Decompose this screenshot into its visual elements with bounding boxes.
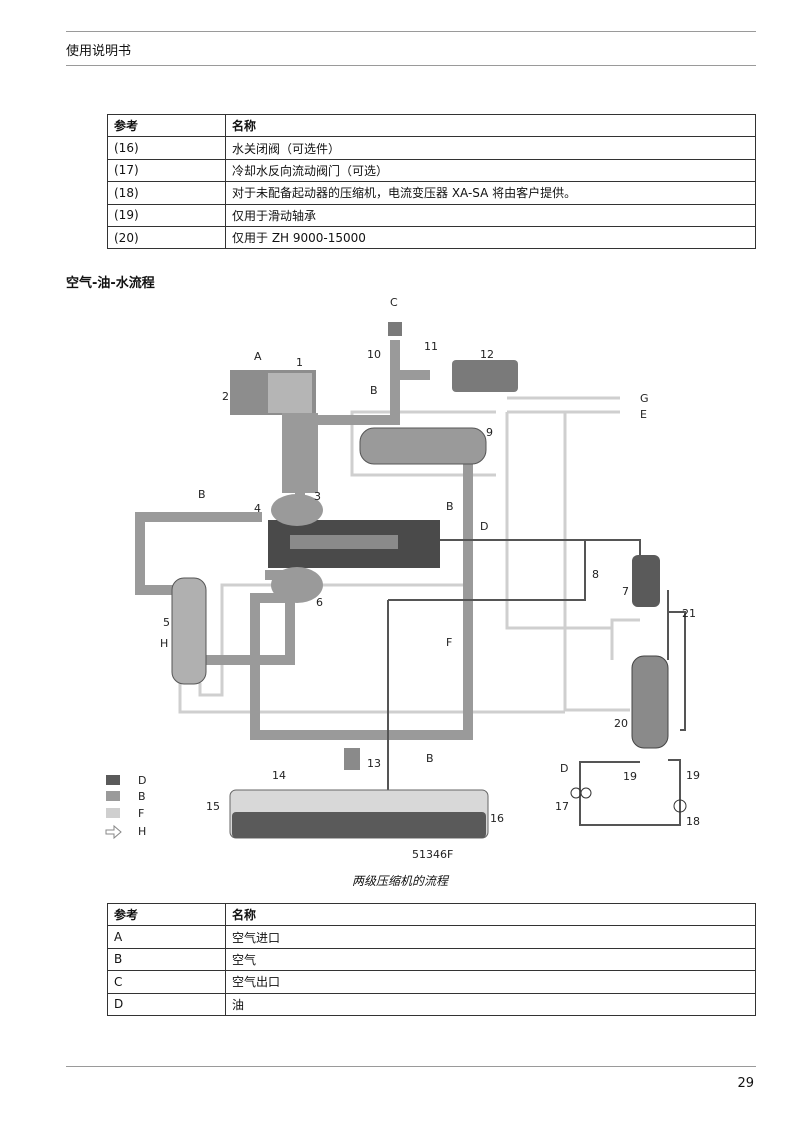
label-9: 9 [486, 426, 493, 439]
table-row: (20)仅用于 ZH 9000-15000 [107, 225, 756, 250]
label-16: 16 [490, 812, 504, 825]
name-cell: 对于未配备起动器的压缩机，电流变压器 XA-SA 将由客户提供。 [225, 181, 756, 205]
figure-caption: 两级压缩机的流程 [351, 874, 448, 888]
label-B: B [198, 488, 206, 501]
legend-label-F: F [138, 807, 144, 820]
legend-label-H: H [138, 825, 146, 838]
oil-filter [632, 555, 660, 607]
water-lines [178, 396, 640, 714]
label-20: 20 [614, 717, 628, 730]
name-cell: 水关闭阀（可选件） [225, 136, 756, 160]
table-row: (18)对于未配备起动器的压缩机，电流变压器 XA-SA 将由客户提供。 [107, 181, 756, 205]
oil-lines [387, 539, 686, 826]
intercooler [171, 577, 207, 685]
label-3: 3 [314, 490, 321, 503]
reference-table-top: 参考 名称 (16)水关闭阀（可选件） (17)冷却水反向流动阀门（可选） (1… [107, 113, 756, 250]
page-number: 29 [737, 1076, 754, 1091]
diagram-number-labels: 1 2 3 4 5 6 7 8 9 10 11 12 13 14 15 16 1… [163, 340, 700, 828]
name-cell: 空气 [225, 947, 756, 972]
name-cell: 油 [225, 992, 756, 1016]
label-13: 13 [367, 757, 381, 770]
legend-arrow-icon [105, 824, 122, 840]
header-rule-top [66, 31, 756, 32]
air-outlet [388, 322, 402, 336]
name-cell: 空气出口 [225, 970, 756, 994]
label-5: 5 [163, 616, 170, 629]
label-B: B [446, 500, 454, 513]
legend-label-D: D [138, 774, 146, 787]
oil-tank-level [232, 812, 486, 838]
ref-cell: C [107, 970, 226, 994]
section-title: 空气-油-水流程 [66, 276, 155, 291]
oil-pump [673, 799, 687, 813]
column-header-name: 名称 [225, 902, 756, 927]
label-D: D [560, 762, 568, 775]
legend-label-B: B [138, 790, 146, 803]
label-6: 6 [316, 596, 323, 609]
vent-filter [344, 748, 360, 770]
label-21: 21 [682, 607, 696, 620]
label-E: E [640, 408, 647, 421]
label-11: 11 [424, 340, 438, 353]
silencer [452, 360, 518, 392]
label-1: 1 [296, 356, 303, 369]
name-cell: 仅用于 ZH 9000-15000 [225, 225, 756, 250]
label-19: 19 [623, 770, 637, 783]
figure-code: 51346F [412, 848, 453, 861]
label-G: G [640, 392, 649, 405]
label-19b: 19 [686, 769, 700, 782]
compressor-unit [230, 370, 440, 603]
legend-swatch-D [106, 775, 120, 785]
label-4: 4 [254, 502, 261, 515]
ref-cell: A [107, 925, 226, 949]
label-15: 15 [206, 800, 220, 813]
label-A: A [254, 350, 262, 363]
table-header-row: 参考 名称 [107, 113, 756, 138]
legend-swatch-B [106, 791, 120, 801]
label-B: B [370, 384, 378, 397]
footer-rule [66, 1066, 756, 1067]
label-D: D [480, 520, 488, 533]
label-17: 17 [555, 800, 569, 813]
label-8: 8 [592, 568, 599, 581]
ref-cell: (19) [107, 203, 226, 227]
legend: D B F H [105, 774, 146, 840]
aftercooler [359, 427, 487, 465]
label-H: H [160, 637, 168, 650]
label-F: F [446, 636, 452, 649]
label-18: 18 [686, 815, 700, 828]
ref-cell: B [107, 947, 226, 972]
name-cell: 空气进口 [225, 925, 756, 949]
oil-cooler [631, 655, 669, 749]
label-7: 7 [622, 585, 629, 598]
table-row: (17)冷却水反向流动阀门（可选） [107, 158, 756, 183]
label-C: C [390, 296, 398, 309]
label-B: B [426, 752, 434, 765]
label-14: 14 [272, 769, 286, 782]
diagram-letter-labels: A C B G E B B D H F B D [160, 296, 649, 775]
label-10: 10 [367, 348, 381, 361]
document-header-title: 使用说明书 [66, 44, 132, 59]
ref-cell: D [107, 992, 226, 1016]
table-header-row: 参考 名称 [107, 902, 756, 927]
header-rule-bottom [66, 65, 756, 66]
label-12: 12 [480, 348, 494, 361]
label-2: 2 [222, 390, 229, 403]
legend-swatch-F [106, 808, 120, 818]
column-header-ref: 参考 [107, 902, 226, 927]
